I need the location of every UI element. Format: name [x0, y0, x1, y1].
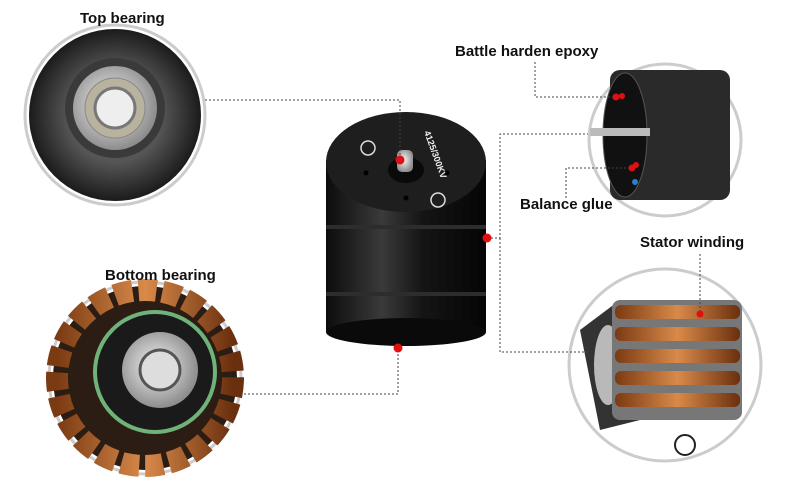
- label-epoxy: Battle harden epoxy: [455, 43, 599, 60]
- label-bottom-bearing: Bottom bearing: [105, 267, 216, 284]
- label-stator-winding: Stator winding: [640, 234, 745, 251]
- label-top-bearing: Top bearing: [80, 10, 165, 27]
- stator-closeup: [567, 267, 763, 463]
- motor-product: 4125/300KV: [326, 112, 486, 346]
- epoxy-closeup: [587, 62, 743, 218]
- bottom-bearing-closeup: [46, 279, 244, 477]
- top-bearing-closeup: [23, 23, 207, 207]
- label-balance-glue: Balance glue: [520, 196, 613, 213]
- leader-lines: [205, 62, 701, 395]
- marker-dots: [393, 93, 704, 353]
